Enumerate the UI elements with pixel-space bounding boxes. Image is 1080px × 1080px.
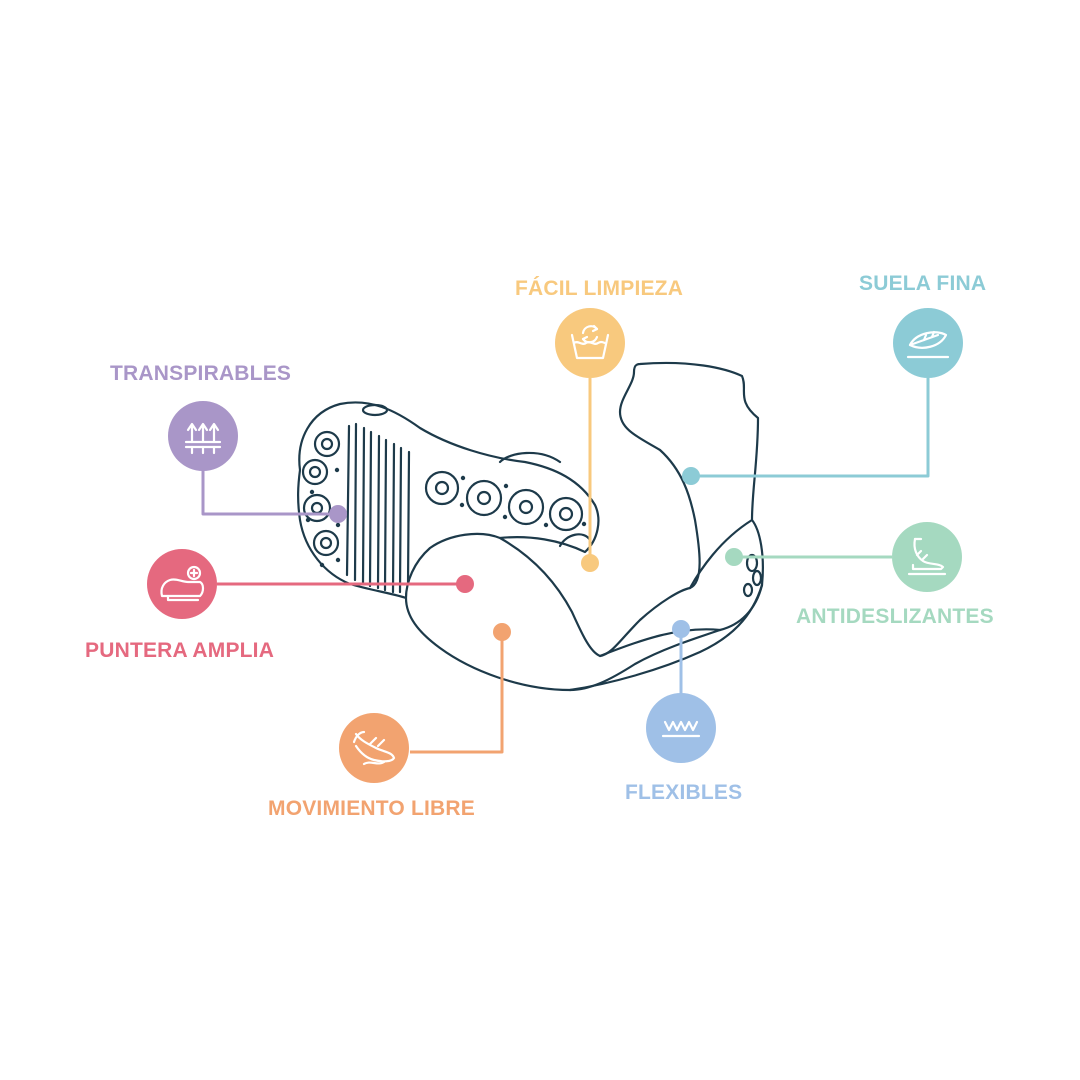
dot-flexibles — [672, 620, 690, 638]
connector-suela-fina — [691, 378, 930, 478]
label-antideslizantes: ANTIDESLIZANTES — [796, 605, 994, 628]
connector-transpirables — [201, 470, 338, 516]
flexible-wave-icon — [661, 720, 701, 738]
dot-movimiento-libre — [493, 623, 511, 641]
dot-puntera-amplia — [456, 575, 474, 593]
breathable-arrows-icon — [184, 422, 222, 455]
wide-toe-foot-icon — [160, 565, 205, 602]
non-slip-foot-icon — [907, 537, 947, 576]
front-shoe — [404, 361, 764, 692]
label-puntera-amplia: PUNTERA AMPLIA — [85, 639, 275, 662]
feature-badges — [147, 308, 963, 783]
dot-transpirables — [329, 505, 347, 523]
foot-motion-icon — [352, 730, 396, 766]
badge-puntera-amplia — [147, 549, 217, 619]
shoe-illustration — [297, 361, 764, 692]
sole-ribs — [345, 422, 411, 594]
sole-dots — [305, 467, 587, 568]
dot-facil-limpieza — [581, 554, 599, 572]
washing-basin-icon — [570, 324, 610, 360]
back-shoe-sole — [297, 401, 600, 600]
badge-transpirables — [168, 401, 238, 471]
badge-facil-limpieza — [555, 308, 625, 378]
connector-movimiento-libre — [410, 632, 504, 754]
connector-dots — [329, 467, 743, 641]
badge-flexibles — [646, 693, 716, 763]
label-transpirables: TRANSPIRABLES — [110, 362, 292, 385]
label-facil-limpieza: FÁCIL LIMPIEZA — [515, 277, 684, 300]
dot-antideslizantes — [725, 548, 743, 566]
connector-lines — [201, 378, 930, 754]
dot-suela-fina — [682, 467, 700, 485]
badge-suela-fina — [893, 308, 963, 378]
label-flexibles: FLEXIBLES — [625, 781, 743, 804]
sole-grip-circles — [301, 430, 592, 557]
thin-sole-feather-icon — [906, 330, 950, 359]
label-movimiento-libre: MOVIMIENTO LIBRE — [268, 797, 475, 820]
badge-antideslizantes — [892, 522, 962, 592]
label-suela-fina: SUELA FINA — [859, 272, 987, 295]
badge-movimiento-libre — [339, 713, 409, 783]
